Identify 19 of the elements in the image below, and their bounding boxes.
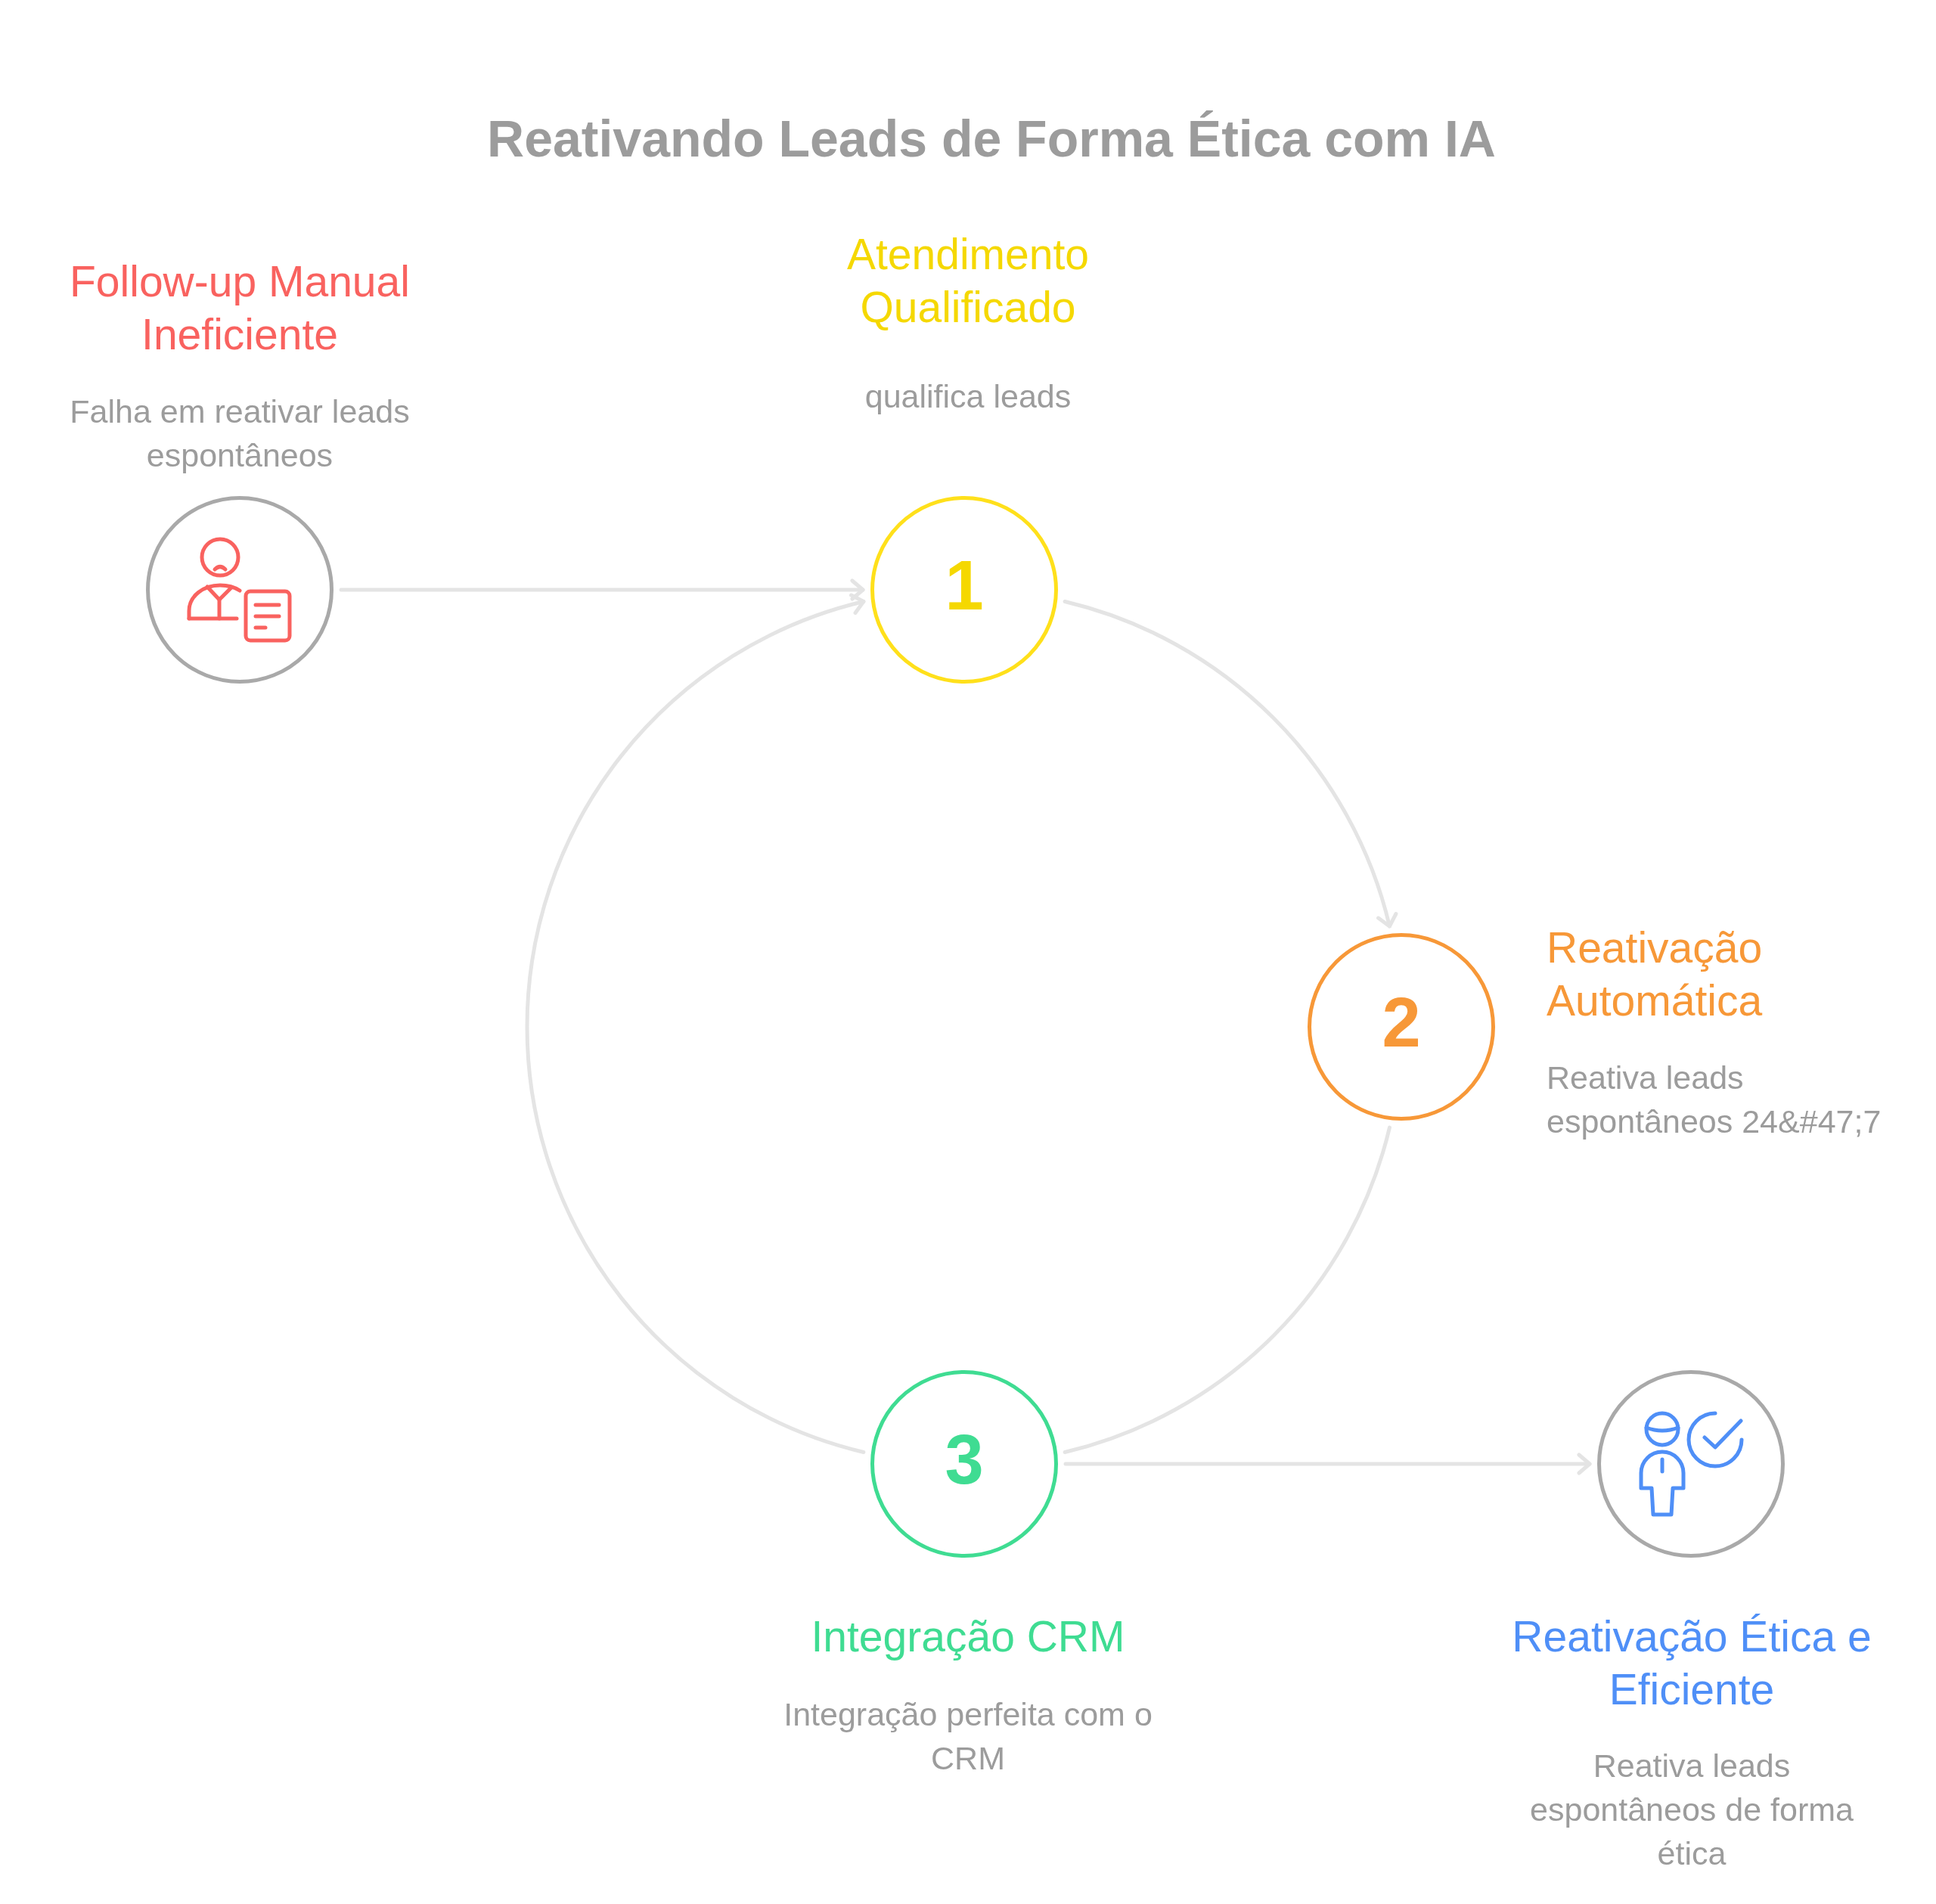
step-title: Follow-up Manual Ineficiente — [69, 256, 411, 360]
arrow — [526, 594, 866, 1454]
step-description: Reativa leads espontâneos de forma ética — [1529, 1747, 1854, 1873]
step-description: Reativa leads espontâneos 24&#47;7 — [1547, 1059, 1882, 1141]
step-title: Reativação Ética e Eficiente — [1511, 1611, 1872, 1715]
step-number: 1 — [945, 550, 984, 620]
arrow — [1063, 1453, 1592, 1475]
arrow — [1063, 600, 1398, 929]
step-number: 2 — [1382, 988, 1421, 1057]
step-description: Integração perfeita com o CRM — [783, 1695, 1153, 1778]
step-description: Falha em reativar leads espontâneos — [69, 392, 411, 475]
step-title: Integração CRM — [811, 1611, 1125, 1662]
diagram-title: Reativando Leads de Forma Ética com IA — [487, 109, 1496, 169]
step-number: 3 — [945, 1425, 984, 1494]
step-title: Atendimento Qualificado — [845, 229, 1090, 333]
step-title: Reativação Automática — [1547, 923, 1764, 1026]
connector-line — [1063, 1125, 1392, 1454]
step-description: qualifica leads — [864, 377, 1072, 416]
arrow — [339, 578, 865, 601]
